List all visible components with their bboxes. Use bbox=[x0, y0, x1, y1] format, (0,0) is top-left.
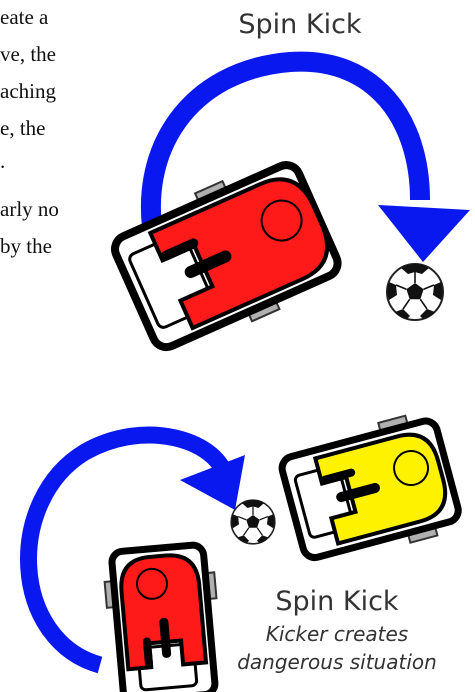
robot-yellow-icon bbox=[277, 409, 464, 570]
top-title: Spin Kick bbox=[238, 9, 362, 40]
arrow-head-icon bbox=[378, 205, 470, 262]
robot-red-icon-bottom bbox=[102, 543, 225, 692]
soccer-ball-icon-bottom bbox=[231, 500, 275, 544]
soccer-ball-icon bbox=[387, 264, 443, 320]
bottom-title: Spin Kick bbox=[275, 586, 399, 617]
robot-red-icon bbox=[106, 151, 346, 360]
bottom-caption-line-2: dangerous situation bbox=[237, 650, 437, 674]
bottom-caption-line-1: Kicker creates bbox=[266, 622, 408, 646]
